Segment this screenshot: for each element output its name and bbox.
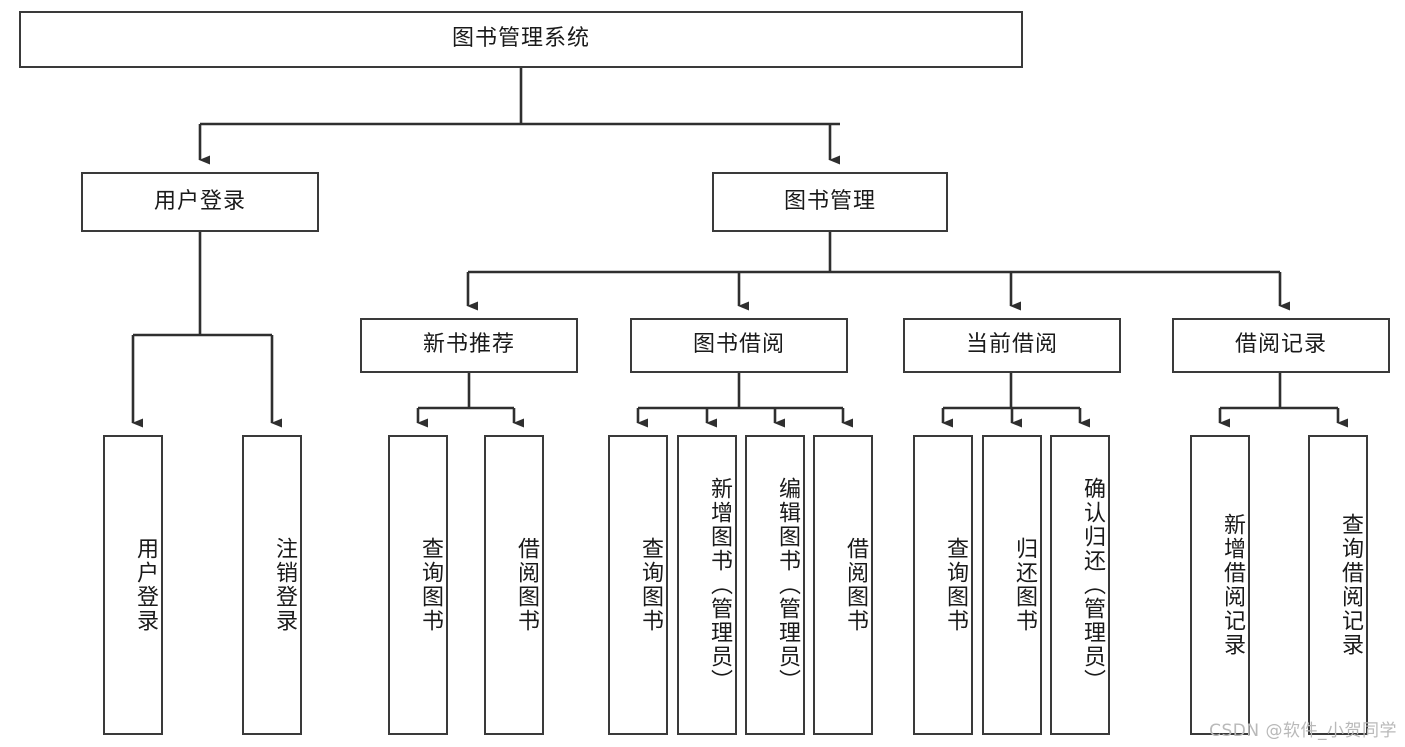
node-root[interactable]: 图书管理系统 [19,11,1023,68]
node-leaf-return-book-label: 归还图书 [1012,537,1037,633]
node-leaf-query-borrow-record-label: 查询借阅记录 [1338,513,1363,657]
connector-bookborrow-to-leaves [636,373,853,428]
node-leaf-add-book-admin[interactable]: 新增图书（管理员） [677,435,737,735]
node-leaf-user-logout[interactable]: 注销登录 [242,435,302,735]
node-leaf-confirm-return-admin[interactable]: 确认归还（管理员） [1050,435,1110,735]
node-user-login-label: 用户登录 [153,188,246,214]
node-root-label: 图书管理系统 [451,26,590,52]
node-leaf-query-borrow-record[interactable]: 查询借阅记录 [1308,435,1368,735]
node-borrow-record[interactable]: 借阅记录 [1172,318,1390,373]
node-leaf-borrow-book-borrow[interactable]: 借阅图书 [813,435,873,735]
node-current-borrow[interactable]: 当前借阅 [903,318,1121,373]
node-new-book-recommend[interactable]: 新书推荐 [360,318,578,373]
node-leaf-query-book-borrow-label: 查询图书 [638,537,663,633]
node-new-book-recommend-label: 新书推荐 [422,332,515,358]
node-leaf-borrow-book-recommend[interactable]: 借阅图书 [484,435,544,735]
node-leaf-user-logout-label: 注销登录 [272,537,297,633]
connector-newbook-to-leaves [416,373,524,428]
node-book-borrow-label: 图书借阅 [692,332,785,358]
node-leaf-edit-book-admin[interactable]: 编辑图书（管理员） [745,435,805,735]
node-leaf-add-book-admin-label: 新增图书（管理员） [707,477,732,693]
node-leaf-return-book[interactable]: 归还图书 [982,435,1042,735]
node-leaf-query-book-current[interactable]: 查询图书 [913,435,973,735]
node-leaf-user-login[interactable]: 用户登录 [103,435,163,735]
node-borrow-record-label: 借阅记录 [1234,332,1327,358]
node-leaf-borrow-book-recommend-label: 借阅图书 [514,537,539,633]
node-leaf-borrow-book-borrow-label: 借阅图书 [843,537,868,633]
connector-bookmanage-to-level2 [466,232,1290,311]
node-leaf-add-borrow-record-label: 新增借阅记录 [1220,513,1245,657]
node-leaf-query-book-current-label: 查询图书 [943,537,968,633]
node-leaf-edit-book-admin-label: 编辑图书（管理员） [775,477,800,693]
node-leaf-user-login-label: 用户登录 [133,537,158,633]
node-leaf-query-book-recommend-label: 查询图书 [418,537,443,633]
connector-currentborrow-to-leaves [941,373,1090,428]
node-leaf-query-book-borrow[interactable]: 查询图书 [608,435,668,735]
connector-userlogin-to-leaves [131,232,282,428]
connector-borrowrecord-to-leaves [1218,373,1348,428]
node-current-borrow-label: 当前借阅 [965,332,1058,358]
node-book-borrow[interactable]: 图书借阅 [630,318,848,373]
node-leaf-query-book-recommend[interactable]: 查询图书 [388,435,448,735]
node-leaf-add-borrow-record[interactable]: 新增借阅记录 [1190,435,1250,735]
node-user-login[interactable]: 用户登录 [81,172,319,232]
node-book-manage-label: 图书管理 [783,188,876,214]
node-leaf-confirm-return-admin-label: 确认归还（管理员） [1080,477,1105,693]
csdn-watermark: CSDN @软件_小贺同学 [1209,721,1397,741]
node-book-manage[interactable]: 图书管理 [712,172,948,232]
connector-root-to-level1 [198,68,840,165]
